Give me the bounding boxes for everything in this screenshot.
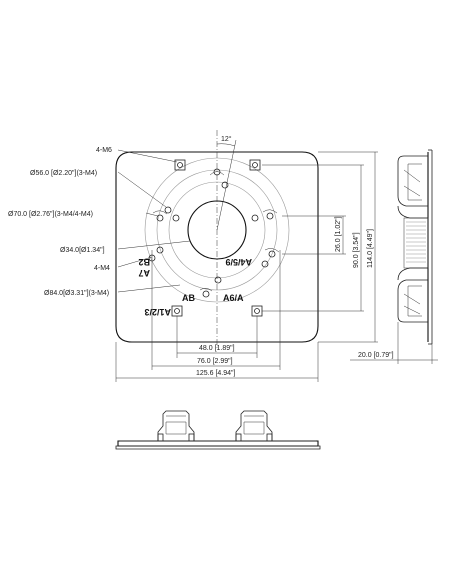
bottom-dimensions [115, 250, 319, 382]
side-bracket-lower-inner [407, 285, 422, 317]
m6-slot-bl [171, 305, 183, 317]
m6-slot-tr-hole [252, 162, 258, 168]
dimension-76: 76.0 [2.99"] [197, 358, 233, 365]
callout-m6: 4-M6 [96, 147, 112, 154]
callout-hole-34: Ø34.0[Ø1.34"] [60, 247, 105, 254]
side-bracket-lower [397, 279, 428, 323]
hole [266, 212, 274, 220]
hole [251, 214, 259, 222]
side-bracket-lower-rib [397, 267, 428, 281]
dimension-26: 26.0 [1.02"] [335, 216, 342, 252]
m4-holes [148, 168, 276, 298]
m6-slot-br [251, 305, 263, 317]
right-dimensions [262, 151, 378, 343]
hole [202, 290, 210, 298]
dimension-90: 90.0 [3.54"] [353, 232, 360, 268]
m6-slot-tr [249, 159, 261, 171]
hole-arcs [152, 171, 280, 292]
mark-ab: AB [182, 293, 195, 303]
side-view [350, 149, 438, 364]
top-view [115, 130, 378, 382]
dimension-48: 48.0 [1.89"] [199, 345, 235, 352]
dimension-125: 125.6 [4.94"] [196, 370, 236, 377]
hole [156, 246, 164, 254]
mark-a6a: A6/A [223, 293, 244, 303]
leaders [117, 149, 191, 293]
side-strip [403, 217, 429, 269]
hole [261, 260, 269, 268]
callout-m4: 4-M4 [94, 265, 110, 272]
plate-outline [115, 151, 319, 343]
side-strip-hatch [406, 221, 426, 263]
front-bracket-right [235, 410, 273, 441]
dimension-114: 114.0 [4.49"] [367, 229, 374, 268]
m6-slot-bl-hole [174, 308, 180, 314]
front-bracket-left [157, 410, 195, 441]
angle-label: 12° [221, 135, 232, 143]
mark-a459: A4/5/9 [225, 257, 252, 267]
m6-slot-br-hole [254, 308, 260, 314]
side-bracket-upper [397, 155, 428, 207]
front-tab [188, 433, 195, 442]
front-tab [266, 433, 273, 442]
front-view [115, 410, 321, 450]
mark-a7: A7 [138, 268, 150, 278]
dimension-20: 20.0 [0.79"] [358, 352, 394, 359]
hole [164, 206, 172, 214]
angle-arc [216, 143, 236, 147]
m6-slot-tl-hole [177, 162, 183, 168]
hole [156, 214, 164, 222]
hole [172, 214, 180, 222]
side-bracket-upper-inner [407, 163, 422, 201]
callout-hole-56: Ø56.0 [Ø2.20"](3-M4) [30, 170, 97, 177]
angle-line [216, 139, 237, 231]
mark-b2: B2 [138, 257, 150, 267]
callout-hole-84: Ø84.0[Ø3.31"](3-M4) [44, 290, 109, 297]
m6-slot-tl [174, 159, 186, 171]
front-plate-outline [117, 440, 319, 447]
hole [268, 250, 276, 258]
front-plate-rim [115, 445, 321, 450]
mark-a123: A1/2/3 [144, 307, 171, 317]
hole [214, 276, 222, 284]
callout-hole-70: Ø70.0 [Ø2.76"](3-M4/4-M4) [8, 211, 93, 218]
front-tab [235, 433, 242, 442]
hole [221, 181, 229, 189]
front-tab [157, 433, 164, 442]
side-bracket-upper-rib [397, 205, 428, 219]
